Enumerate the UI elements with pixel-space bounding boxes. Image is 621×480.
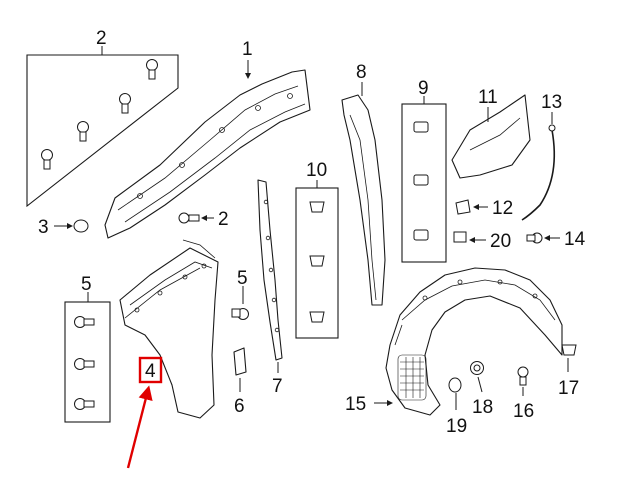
bracket-part-6 [233, 347, 247, 392]
callout-7: 7 [272, 376, 283, 397]
callout-labels: 1 2 2 3 4 5 5 6 7 8 9 10 11 12 13 14 15 … [38, 28, 586, 437]
callout-2-top: 2 [96, 28, 107, 49]
callout-20: 20 [490, 231, 511, 252]
highlight-part-4 [126, 356, 163, 469]
clip-part-12 [455, 199, 488, 215]
clip-kit-10 [295, 180, 339, 339]
callout-18: 18 [472, 397, 493, 418]
clip-part-20 [453, 231, 486, 243]
seal-strip-part-13 [521, 112, 556, 221]
callout-13: 13 [541, 92, 562, 113]
seal-strip-part-7 [257, 179, 283, 373]
callout-5-right: 5 [237, 268, 248, 289]
clip-kit-9 [401, 96, 447, 263]
callout-14: 14 [564, 229, 586, 250]
grommet-part-19 [448, 377, 462, 410]
bolt-part-2-single [178, 212, 214, 224]
callout-1: 1 [242, 39, 253, 60]
bolt-kit-5 [64, 292, 111, 423]
callout-3: 3 [38, 217, 49, 238]
callout-9: 9 [418, 78, 429, 99]
callout-2-right: 2 [218, 209, 229, 230]
callout-6: 6 [234, 396, 245, 417]
bolt-part-14 [526, 232, 560, 244]
callout-16: 16 [513, 401, 534, 422]
callout-17: 17 [558, 378, 579, 399]
bracket-plate-part-11 [451, 94, 531, 179]
bolt-part-5-single [231, 286, 249, 320]
fender-apron-part-1 [104, 60, 311, 239]
callout-15: 15 [345, 394, 366, 415]
washer-part-18 [470, 361, 484, 393]
callout-11: 11 [478, 87, 498, 108]
wheel-liner-part-15 [374, 267, 563, 416]
bolt-kit-2 [26, 46, 179, 208]
pillar-trim-part-8 [341, 82, 386, 306]
callout-8: 8 [356, 62, 367, 83]
callout-19: 19 [446, 416, 467, 437]
callout-4: 4 [145, 361, 156, 382]
callout-12: 12 [492, 198, 513, 219]
bolt-part-16 [517, 366, 529, 396]
callout-5-left: 5 [81, 274, 92, 295]
callout-10: 10 [306, 160, 327, 181]
clip-nut-part-3 [54, 219, 89, 233]
front-fender-part-4 [119, 239, 219, 419]
clip-part-17 [561, 344, 577, 372]
